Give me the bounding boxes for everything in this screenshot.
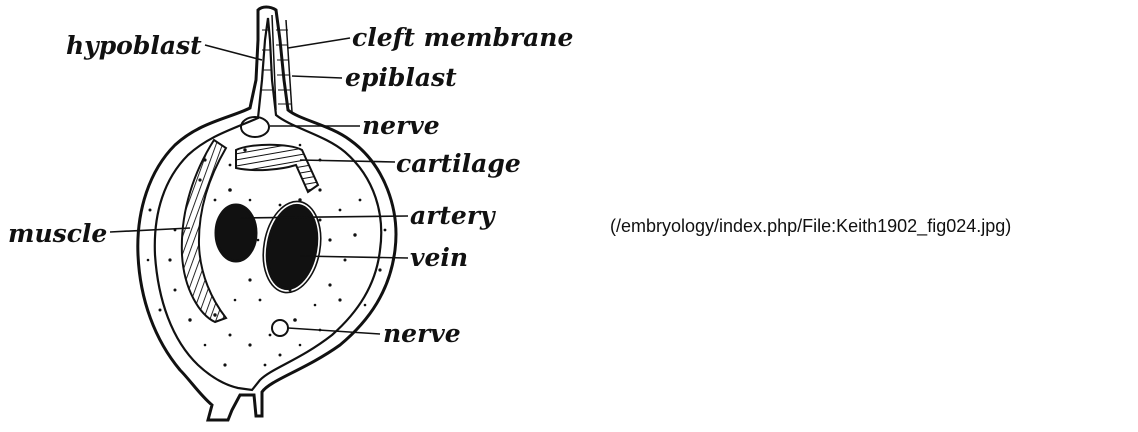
leader-artery <box>240 216 408 218</box>
label-hypoblast: hypoblast <box>66 31 202 60</box>
label-vein: vein <box>410 243 468 272</box>
artery <box>216 205 256 261</box>
leader-epiblast <box>292 76 342 78</box>
leader-muscle <box>110 228 190 232</box>
label-muscle: muscle <box>8 219 107 248</box>
label-cartilage: cartilage <box>396 149 521 178</box>
leader-vein <box>300 256 408 258</box>
label-nerve-top: nerve <box>362 111 440 140</box>
leader-cartilage <box>300 160 395 162</box>
leader-cleft-membrane <box>288 38 350 48</box>
vein <box>261 201 323 292</box>
nerve-bottom <box>272 320 288 336</box>
label-epiblast: epiblast <box>345 63 457 92</box>
branchial-arch-section: hypoblast cleft membrane epiblast nerve … <box>0 0 600 432</box>
embryology-diagram: hypoblast cleft membrane epiblast nerve … <box>0 0 600 432</box>
cartilage <box>236 145 318 192</box>
leader-hypoblast <box>205 45 262 60</box>
label-artery: artery <box>410 201 496 230</box>
label-cleft-membrane: cleft membrane <box>352 23 573 52</box>
image-source-link[interactable]: (/embryology/index.php/File:Keith1902_fi… <box>610 216 1011 237</box>
label-nerve-bottom: nerve <box>383 319 461 348</box>
